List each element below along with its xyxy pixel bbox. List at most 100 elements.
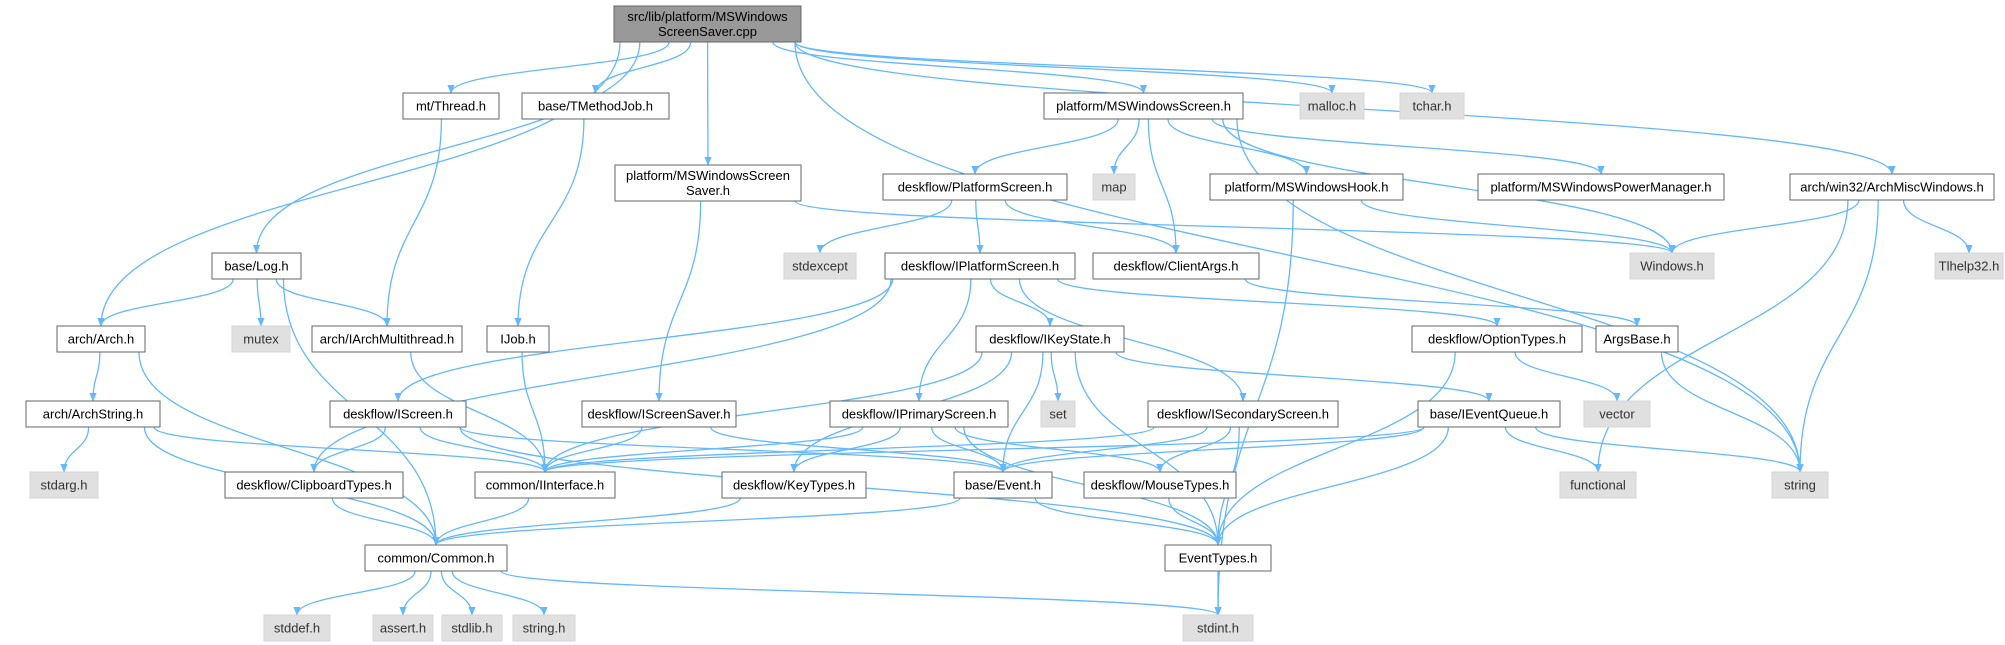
node-label: platform/MSWindowsScreen [626, 168, 790, 183]
node-ikeystate[interactable]: deskflow/IKeyState.h [975, 325, 1125, 353]
node-mswhook[interactable]: platform/MSWindowsHook.h [1209, 173, 1404, 201]
node-log[interactable]: base/Log.h [211, 252, 302, 280]
node-label: ArgsBase.h [1603, 332, 1670, 347]
node-box [721, 471, 867, 499]
node-iscreen[interactable]: deskflow/IScreen.h [329, 400, 467, 428]
node-powermgr[interactable]: platform/MSWindowsPowerManager.h [1477, 173, 1725, 201]
node-box [486, 325, 550, 353]
node-label: deskflow/KeyTypes.h [733, 478, 855, 493]
node-label: common/Common.h [377, 551, 494, 566]
node-box [402, 92, 500, 120]
node-label: base/IEventQueue.h [1430, 407, 1549, 422]
edge-mswscreen-to-powermgr [1211, 118, 1605, 175]
node-ieventqueue[interactable]: base/IEventQueue.h [1417, 400, 1561, 428]
edge-iplatformscreen-to-iscreen [394, 278, 894, 402]
node-box [512, 614, 576, 642]
edge-iscreen-to-clipboardtypes [310, 426, 387, 473]
edge-iinterface-to-common [432, 497, 530, 546]
edge-ikeystate-to-event [999, 351, 1044, 473]
node-stdexcept: stdexcept [783, 252, 857, 280]
node-iinterface[interactable]: common/IInterface.h [474, 471, 616, 499]
edge-common-to-stddef [293, 570, 416, 616]
node-iscreensaver[interactable]: deskflow/IScreenSaver.h [581, 400, 737, 428]
edge-mswscreen-to-clientargs [1147, 118, 1180, 254]
node-vector: vector [1583, 400, 1651, 428]
node-box [581, 400, 737, 428]
edge-iprimary-to-mousetypes [954, 426, 1164, 473]
edge-iplatformscreen-to-isecondary [1018, 278, 1247, 402]
edge-archstring-to-stdarg [60, 426, 90, 473]
node-set: set [1040, 400, 1076, 428]
node-event[interactable]: base/Event.h [953, 471, 1053, 499]
node-clipboardtypes[interactable]: deskflow/ClipboardTypes.h [224, 471, 404, 499]
node-box [1092, 252, 1260, 280]
node-label: deskflow/ClipboardTypes.h [236, 478, 391, 493]
node-box [829, 400, 1009, 428]
edge-root-to-tchar [794, 41, 1436, 94]
node-arch[interactable]: arch/Arch.h [56, 325, 146, 353]
node-optiontypes[interactable]: deskflow/OptionTypes.h [1411, 325, 1583, 353]
node-iprimary[interactable]: deskflow/IPrimaryScreen.h [829, 400, 1009, 428]
node-box [1147, 400, 1339, 428]
node-box [953, 471, 1053, 499]
node-label: arch/win32/ArchMiscWindows.h [1800, 180, 1984, 195]
node-clientargs[interactable]: deskflow/ClientArgs.h [1092, 252, 1260, 280]
node-stringh: string.h [512, 614, 576, 642]
edge-mousetypes-to-eventtypes [1168, 497, 1222, 546]
node-argsbase[interactable]: ArgsBase.h [1595, 325, 1679, 353]
node-root[interactable]: src/lib/platform/MSWindowsScreenSaver.cp… [613, 5, 802, 43]
node-label: base/TMethodJob.h [538, 99, 653, 114]
node-isecondary[interactable]: deskflow/ISecondaryScreen.h [1147, 400, 1339, 428]
node-archstring[interactable]: arch/ArchString.h [25, 400, 161, 428]
edge-archmisc-to-windows [1668, 199, 1860, 254]
node-ijob[interactable]: IJob.h [486, 325, 550, 353]
node-eventtypes[interactable]: EventTypes.h [1164, 544, 1272, 572]
node-thread[interactable]: mt/Thread.h [402, 92, 500, 120]
node-mousetypes[interactable]: deskflow/MouseTypes.h [1083, 471, 1237, 499]
node-label: deskflow/IScreen.h [343, 407, 453, 422]
edge-clientargs-to-argsbase [1244, 278, 1641, 327]
edge-layer [60, 41, 1973, 616]
node-label: Tlhelp32.h [1939, 259, 2000, 274]
node-tchar: tchar.h [1399, 92, 1465, 120]
node-box [614, 164, 802, 202]
node-label: platform/MSWindowsScreen.h [1056, 99, 1231, 114]
node-label: stddef.h [274, 621, 320, 636]
edge-iarchmt-to-iinterface [410, 351, 549, 473]
node-box [975, 325, 1125, 353]
edge-platformscreen-to-iplatformscreen [975, 199, 984, 254]
node-platformscreen[interactable]: deskflow/PlatformScreen.h [882, 173, 1068, 201]
edge-ieventqueue-to-functional [1504, 426, 1602, 473]
node-label: deskflow/ISecondaryScreen.h [1157, 407, 1329, 422]
node-keytypes[interactable]: deskflow/KeyTypes.h [721, 471, 867, 499]
node-label: arch/Arch.h [68, 332, 134, 347]
node-assert: assert.h [372, 614, 434, 642]
node-iplatformscreen[interactable]: deskflow/IPlatformScreen.h [884, 252, 1076, 280]
node-label: Windows.h [1640, 259, 1704, 274]
node-functional: functional [1559, 471, 1637, 499]
edge-arch-to-archstring [89, 351, 101, 402]
node-label: ScreenSaver.cpp [658, 24, 757, 39]
node-label: deskflow/ClientArgs.h [1114, 259, 1239, 274]
node-box [29, 471, 99, 499]
edge-platformscreen-to-clientargs [1004, 199, 1180, 254]
node-label: assert.h [380, 621, 426, 636]
node-mswscreen[interactable]: platform/MSWindowsScreen.h [1043, 92, 1244, 120]
node-label: platform/MSWindowsPowerManager.h [1490, 180, 1711, 195]
node-box [613, 5, 802, 43]
edge-mswscreen-to-windows [1222, 118, 1676, 254]
edge-clipboardtypes-to-common [331, 497, 440, 546]
node-box [211, 252, 302, 280]
node-box [1559, 471, 1637, 499]
node-box [1789, 173, 1995, 201]
node-archmisc[interactable]: arch/win32/ArchMiscWindows.h [1789, 173, 1995, 201]
node-box [311, 325, 463, 353]
node-tmethodjob[interactable]: base/TMethodJob.h [521, 92, 670, 120]
edge-root-to-malloc [794, 41, 1336, 94]
node-map: map [1092, 173, 1136, 201]
node-box [783, 252, 857, 280]
node-iarchmt[interactable]: arch/IArchMultithread.h [311, 325, 463, 353]
node-common[interactable]: common/Common.h [364, 544, 508, 572]
node-label: EventTypes.h [1179, 551, 1258, 566]
